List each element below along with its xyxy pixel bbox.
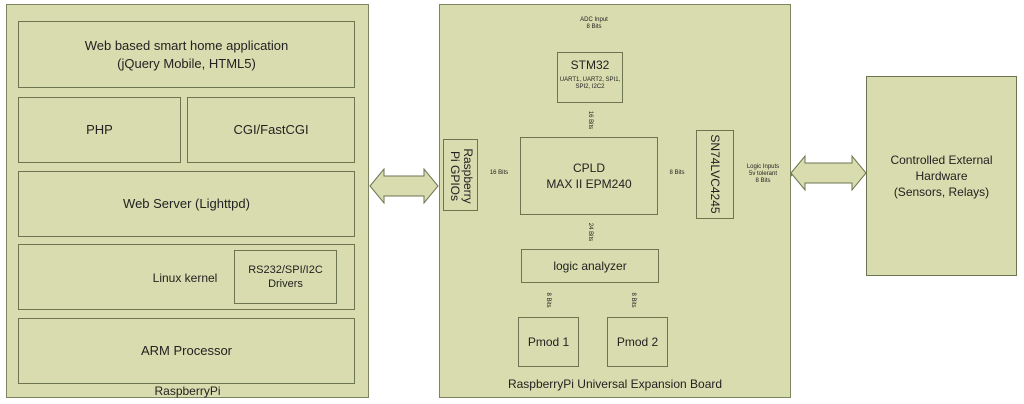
gpios-label-1: Raspberry — [461, 148, 475, 204]
external-hardware-box: Controlled External Hardware (Sensors, R… — [866, 76, 1017, 276]
web-app-tech: (jQuery Mobile, HTML5) — [117, 55, 256, 71]
stm32-title: STM32 — [570, 58, 610, 72]
gpios-box — [443, 139, 478, 211]
logic-inputs-tolerance: 5v tolerant — [748, 171, 778, 177]
bits-8-horizontal-label: 8 Bits — [669, 170, 685, 176]
adc-input-bits: 8 Bits — [586, 24, 602, 30]
arm-label: ARM Processor — [140, 343, 233, 358]
pmod1-label: Pmod 1 — [527, 335, 570, 349]
stm32-peripherals-2: SPI2, I2C2 — [575, 84, 605, 90]
bits-24-label: 24 Bits — [587, 222, 594, 242]
expansion-board-caption: RaspberryPi Universal Expansion Board — [507, 377, 723, 391]
sn74-box — [696, 130, 734, 219]
external-line-3: (Sensors, Relays) — [893, 185, 990, 199]
drivers-box: RS232/SPI/I2C Drivers — [234, 250, 337, 304]
php-label: PHP — [86, 122, 113, 137]
external-line-2: Hardware — [915, 169, 968, 183]
external-line-1: Controlled External — [890, 153, 993, 167]
gpios-label-2: Pi GPIOs — [448, 150, 462, 201]
pmod2-label: Pmod 2 — [616, 335, 659, 349]
web-app-box: Web based smart home application (jQuery… — [18, 21, 355, 88]
cpld-box: CPLD MAX II EPM240 — [520, 137, 658, 215]
adc-input-text: ADC Input — [580, 17, 608, 23]
web-server-box: Web Server (Lighttpd) — [18, 171, 355, 237]
web-app-title: Web based smart home application — [84, 37, 289, 53]
logic-inputs-label: Logic Inputs 5v tolerant 8 Bits — [740, 164, 786, 185]
pmod2-box: Pmod 2 — [607, 317, 668, 367]
logic-analyzer-label: logic analyzer — [553, 259, 627, 273]
sn74-label: SN74LVC4245 — [708, 134, 722, 214]
bits-8-left-label: 8 Bits — [545, 292, 552, 308]
arrow-board-external — [790, 154, 867, 192]
raspberry-pi-caption: RaspberryPi — [154, 384, 221, 398]
cgi-label: CGI/FastCGI — [233, 122, 309, 137]
stm32-peripherals-1: UART1, UART2, SPI1, — [559, 77, 621, 83]
web-server-label: Web Server (Lighttpd) — [123, 196, 250, 211]
cpld-title: CPLD — [572, 161, 605, 175]
arm-processor-box: ARM Processor — [18, 318, 355, 384]
adc-input-label: ADC Input 8 Bits — [566, 17, 622, 31]
gpios-label: Raspberry Pi GPIOs — [446, 140, 476, 212]
arrow-pi-board — [369, 167, 439, 205]
logic-inputs-text: Logic Inputs — [746, 164, 780, 170]
bits-16-horizontal-label: 16 Bits — [489, 170, 509, 176]
php-box: PHP — [18, 97, 181, 163]
logic-inputs-bits: 8 Bits — [755, 178, 771, 184]
pmod1-box: Pmod 1 — [518, 317, 579, 367]
stm32-box: STM32 UART1, UART2, SPI1, SPI2, I2C2 — [557, 52, 623, 103]
drivers-label: RS232/SPI/I2C Drivers — [248, 264, 323, 290]
linux-kernel-label: Linux kernel — [152, 271, 218, 285]
cpld-model: MAX II EPM240 — [546, 177, 632, 191]
bits-8-right-label: 8 Bits — [630, 292, 637, 308]
logic-analyzer-box: logic analyzer — [521, 249, 659, 283]
bits-16-vertical-label: 16 Bits — [587, 110, 594, 130]
cgi-box: CGI/FastCGI — [187, 97, 355, 163]
